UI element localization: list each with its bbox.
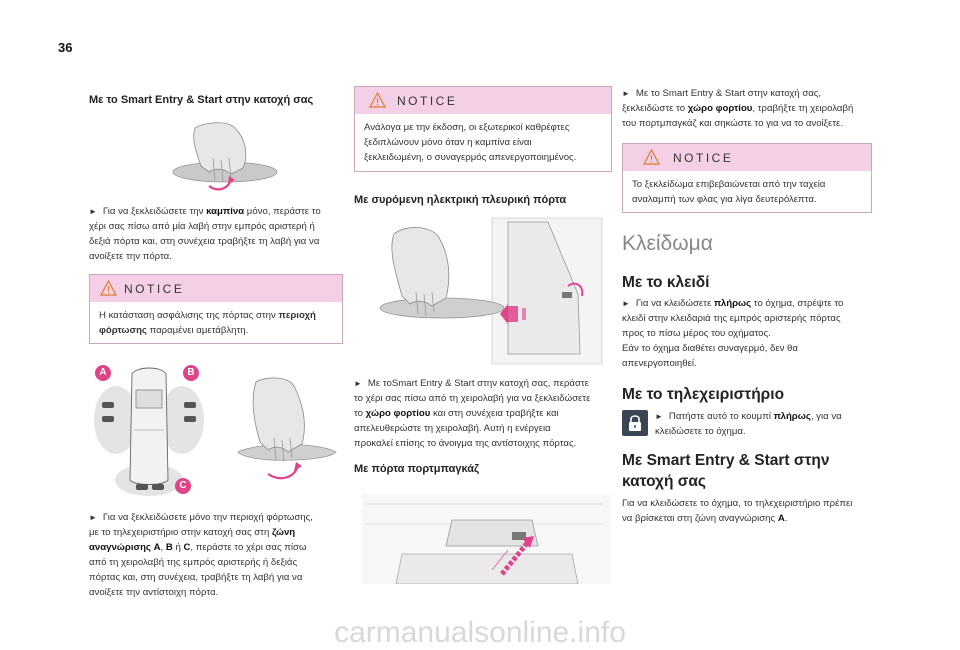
col1-para1: ►Για να ξεκλειδώσετε την καμπίνα μόνο, π…	[89, 206, 321, 262]
notice-title: NOTICE	[673, 151, 734, 165]
heading-tailgate: Με πόρτα πορτμπαγκάζ	[354, 463, 480, 475]
arrow-bullet-icon: ►	[89, 513, 97, 522]
footer-watermark: carmanualsonline.info	[334, 616, 626, 649]
warning-triangle-icon	[643, 149, 660, 165]
arrow-bullet-icon: ►	[89, 207, 97, 216]
recognition-zone-diagram	[94, 367, 204, 496]
arrow-bullet-icon: ►	[354, 379, 362, 388]
notice-title: NOTICE	[124, 282, 185, 296]
arrow-bullet-icon: ►	[622, 89, 630, 98]
padlock-button-icon	[622, 410, 648, 436]
col1-para2: ►Για να ξεκλειδώσετε μόνο την περιοχή φό…	[89, 512, 313, 598]
col3-smart-para: Για να κλειδώσετε το όχημα, το τηλεχειρι…	[622, 498, 853, 524]
heading-with-remote: Με το τηλεχειριστήριο	[622, 386, 785, 403]
heading-smart-entry: Με το Smart Entry & Start στην κατοχή σα…	[89, 94, 314, 106]
zone-badge-b: B	[183, 365, 199, 381]
zone-badge-a: A	[95, 365, 111, 381]
hand-handle-illustration-2	[237, 377, 337, 480]
zone-badge-c: C	[175, 478, 191, 494]
warning-triangle-icon	[100, 280, 117, 296]
heading-with-key: Με το κλειδί	[622, 274, 710, 291]
arrow-bullet-icon: ►	[655, 412, 663, 421]
notice-title: NOTICE	[397, 94, 458, 108]
col3-remote-para: ►Πατήστε αυτό το κουμπί πλήρως, για να κ…	[655, 411, 842, 437]
col3-key-para: ►Για να κλειδώσετε πλήρως το όχημα, στρέ…	[622, 298, 844, 369]
notice-box-1: NOTICE Η κατάσταση ασφάλισης της πόρτας …	[89, 274, 343, 344]
col2-para1: ►Με τοSmart Entry & Start στην κατοχή σα…	[354, 378, 591, 449]
col3-para1: ►Με το Smart Entry & Start στην κατοχή σ…	[622, 88, 854, 129]
heading-sliding-door: Με συρόμενη ηλεκτρική πλευρική πόρτα	[354, 194, 567, 206]
notice-box-2: NOTICE Ανάλογα με την έκδοση, οι εξωτερι…	[354, 86, 612, 172]
page-number: 36	[58, 40, 73, 55]
warning-triangle-icon	[369, 92, 386, 108]
tailgate-illustration	[362, 494, 610, 584]
sliding-door-illustration	[379, 217, 603, 365]
hand-handle-illustration-1	[172, 122, 278, 191]
heading-smart-entry-locking: Με Smart Entry & Start στην κατοχή σας	[622, 452, 830, 490]
section-title-locking: Κλείδωμα	[622, 232, 713, 255]
notice-box-3: NOTICE Το ξεκλείδωμα επιβεβαιώνεται από …	[622, 143, 872, 213]
arrow-bullet-icon: ►	[622, 299, 630, 308]
